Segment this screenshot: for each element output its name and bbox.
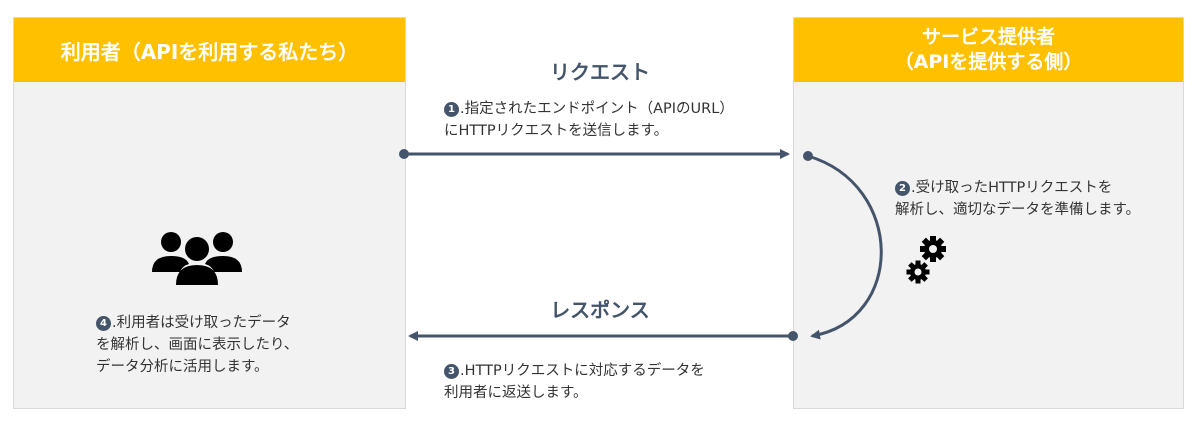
provider-panel-title: サービス提供者 （APIを提供する側） <box>794 18 1183 82</box>
user-note: 4.利用者は受け取ったデータ を解析し、画面に表示したり、 データ分析に活用しま… <box>96 312 298 378</box>
response-arrow <box>408 331 798 341</box>
provider-title-line1: サービス提供者 <box>921 26 1055 49</box>
provider-note-line-1: .受け取ったHTTPリクエストを <box>911 180 1113 196</box>
provider-note: 2.受け取ったHTTPリクエストを 解析し、適切なデータを準備します。 <box>895 177 1140 221</box>
step-3-badge: 3 <box>444 364 459 379</box>
user-note-line-3: データ分析に活用します。 <box>96 359 269 375</box>
provider-panel: サービス提供者 （APIを提供する側） <box>793 17 1184 409</box>
response-note: 3.HTTPリクエストに対応するデータを 利用者に返送します。 <box>444 360 705 404</box>
response-note-line-2: 利用者に返送します。 <box>444 385 588 401</box>
user-panel: 利用者（APIを利用する私たち） <box>13 17 406 409</box>
request-note: 1.指定されたエンドポイント（APIのURL） にHTTPリクエストを送信します… <box>444 98 734 142</box>
user-panel-title: 利用者（APIを利用する私たち） <box>14 18 405 82</box>
response-note-line-1: .HTTPリクエストに対応するデータを <box>460 363 705 379</box>
request-arrow <box>399 149 790 159</box>
step-2-badge: 2 <box>895 181 910 196</box>
provider-title-line2: （APIを提供する側） <box>894 51 1083 73</box>
step-1-badge: 1 <box>444 102 459 117</box>
step-4-badge: 4 <box>96 316 111 331</box>
response-label: レスポンス <box>550 298 650 322</box>
user-note-line-1: .利用者は受け取ったデータ <box>112 315 291 331</box>
request-note-line-2: にHTTPリクエストを送信します。 <box>444 123 669 139</box>
user-note-line-2: を解析し、画面に表示したり、 <box>96 337 299 353</box>
provider-note-line-2: 解析し、適切なデータを準備します。 <box>895 202 1141 218</box>
request-label: リクエスト <box>550 60 650 84</box>
request-note-line-1: .指定されたエンドポイント（APIのURL） <box>460 101 734 117</box>
